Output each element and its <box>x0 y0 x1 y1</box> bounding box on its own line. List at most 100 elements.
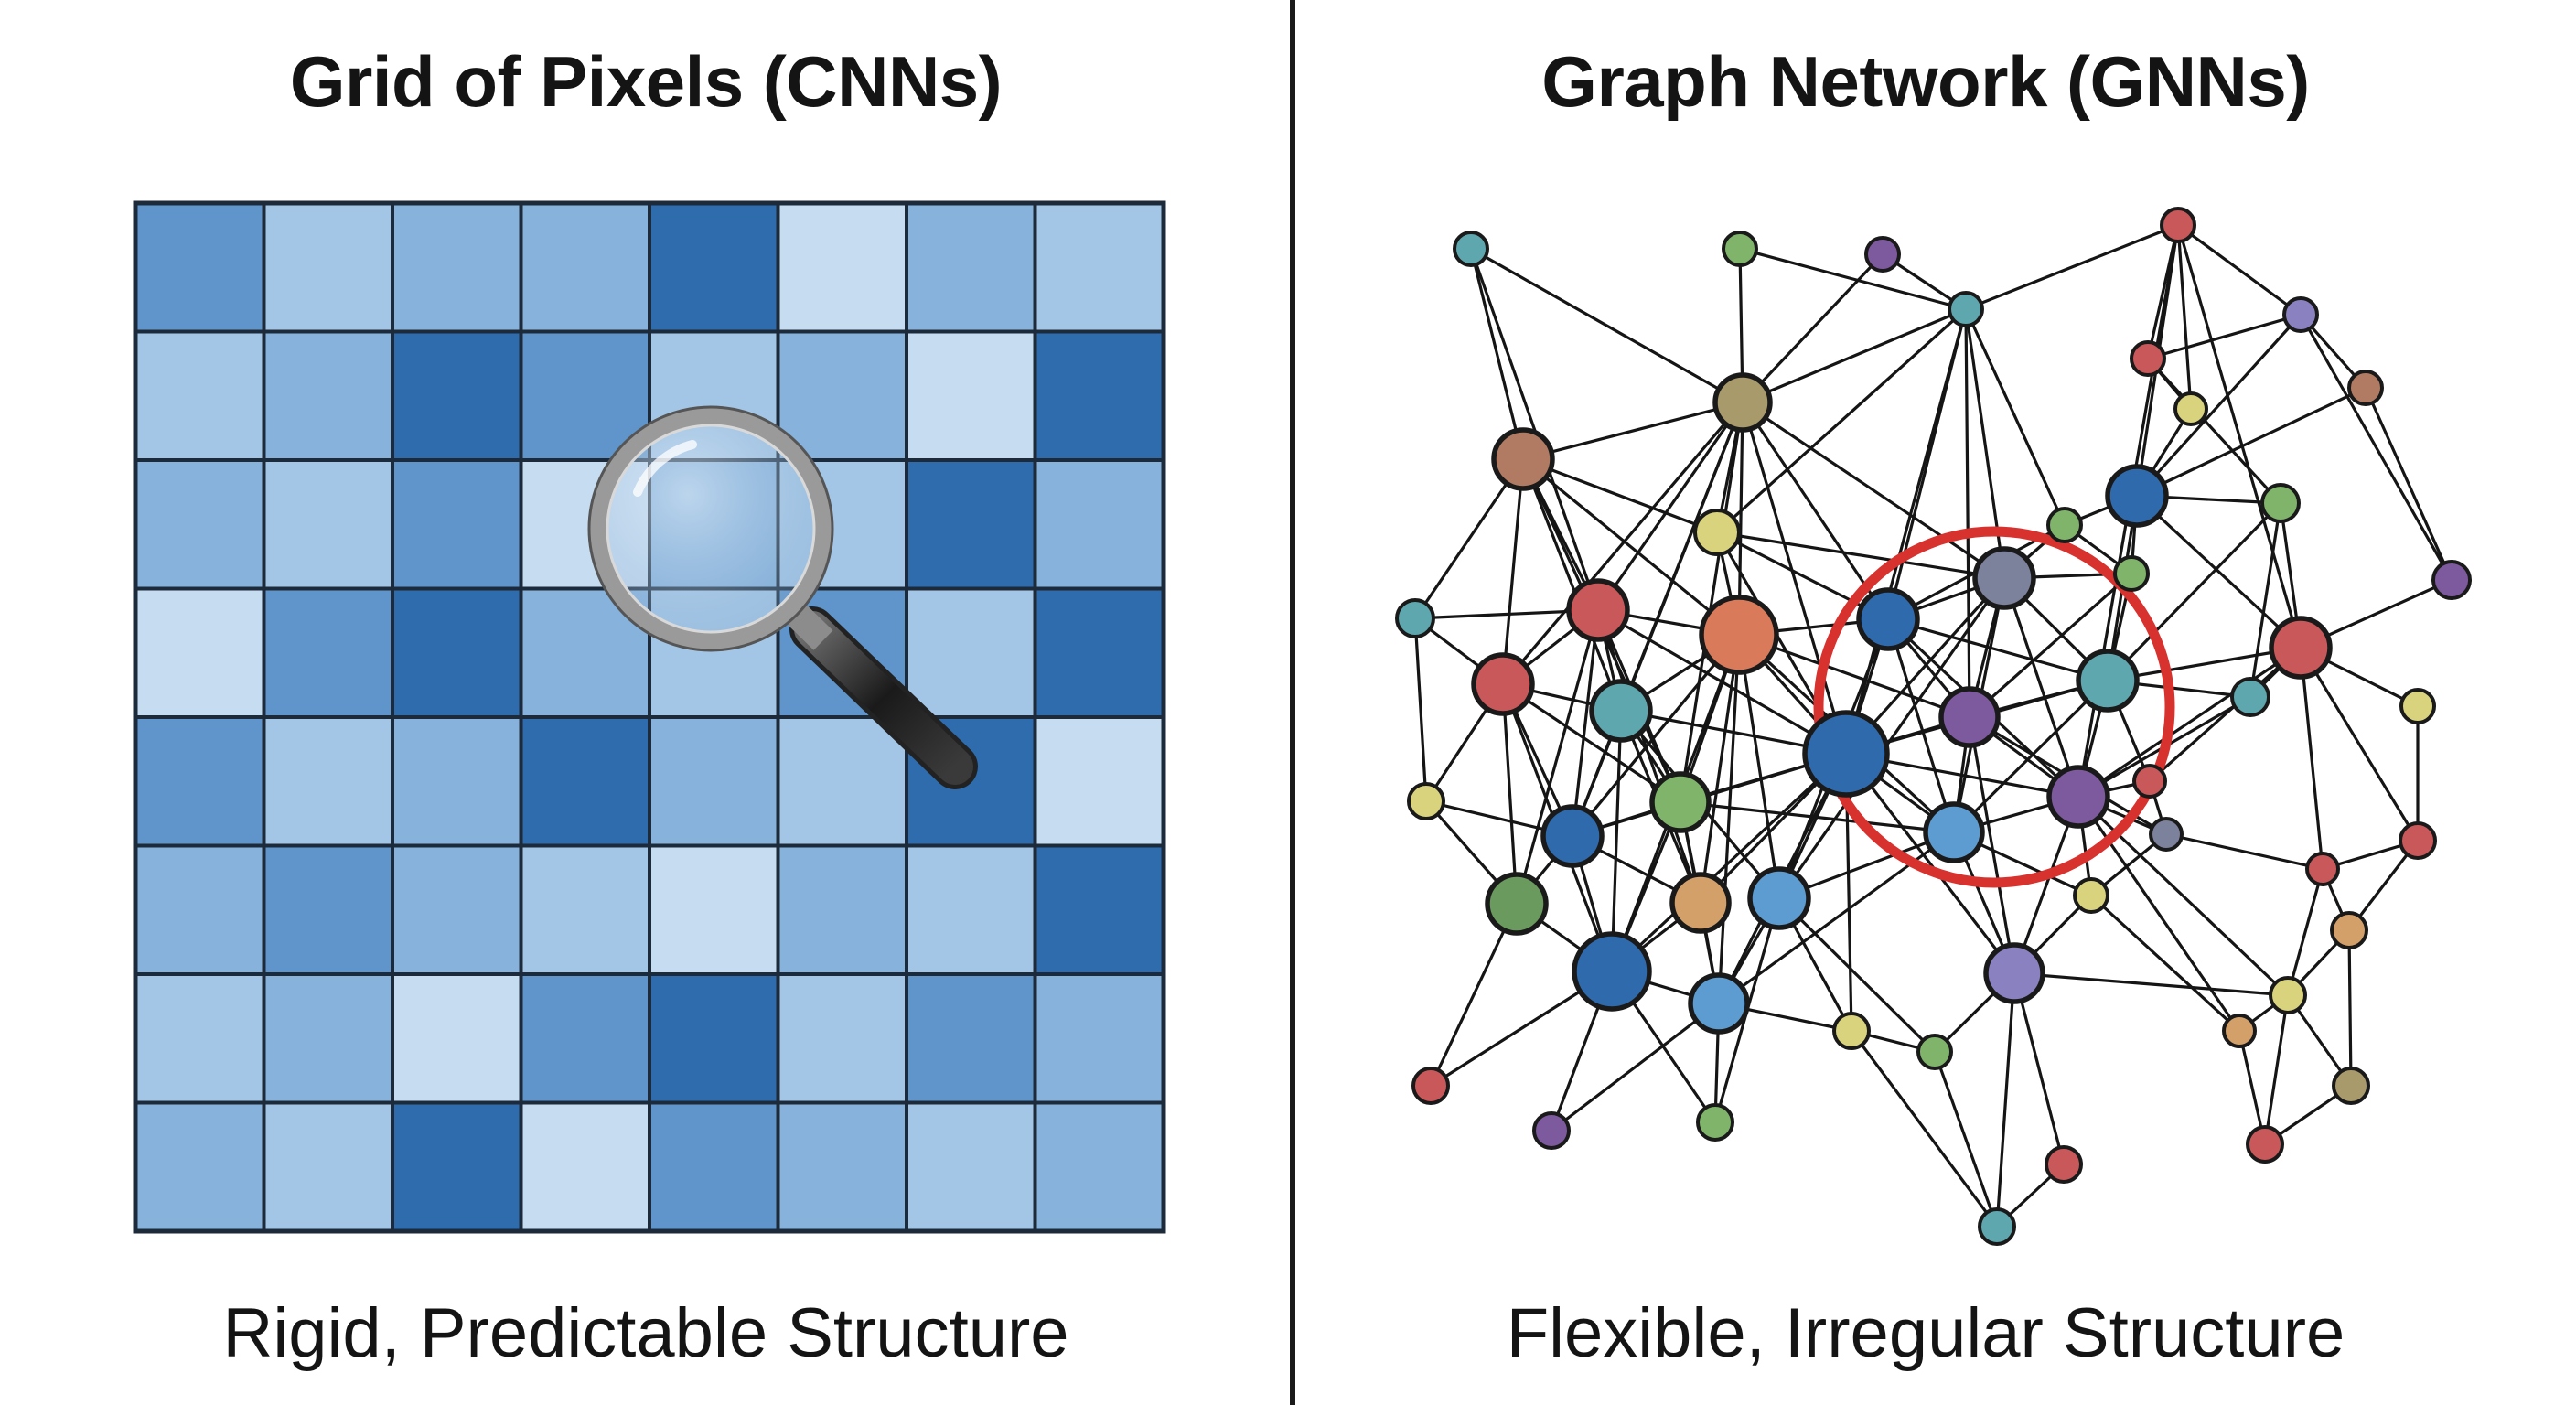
graph-node <box>2347 370 2384 406</box>
graph-edge <box>1741 307 1968 404</box>
graph-edge <box>1413 617 1428 803</box>
pixel-cell <box>134 715 266 848</box>
pixel-cell <box>134 972 266 1105</box>
pixel-cell <box>134 201 266 334</box>
pixel-cell <box>1033 843 1165 976</box>
graph-edge <box>1715 531 2006 580</box>
pixel-cell <box>905 1100 1037 1233</box>
graph-edge <box>1741 401 1848 756</box>
pixel-cell <box>391 715 523 848</box>
pixel-cell <box>905 329 1037 462</box>
pixel-cell <box>776 972 908 1105</box>
pixel-cell <box>519 201 651 334</box>
graph-edge <box>2249 501 2282 699</box>
graph-edge <box>2002 576 2080 799</box>
gnn-panel: Graph Network (GNNs) Flexible, Irregular… <box>1297 0 2576 1405</box>
pixel-cell <box>134 458 266 591</box>
pixel-cell <box>519 1100 651 1233</box>
graph-edge <box>1501 401 1744 686</box>
graph-node <box>2222 1014 2257 1048</box>
graph-edge <box>1469 247 1744 404</box>
graph-edge <box>1596 401 1744 612</box>
graph-node <box>2269 976 2307 1014</box>
graph-edge <box>2286 867 2324 997</box>
magnifying-glass-icon <box>587 405 978 789</box>
pixel-cell <box>1033 715 1165 848</box>
graph-edge <box>2012 971 2066 1166</box>
grid-border <box>133 200 1166 1234</box>
graph-edge <box>1715 307 1968 534</box>
graph-edge <box>2106 501 2282 682</box>
pixel-cell <box>262 329 394 462</box>
pixel-cell <box>648 972 780 1105</box>
graph-edge <box>1515 608 1600 906</box>
graph-node <box>1802 710 1890 798</box>
graph-edge <box>1469 247 1525 461</box>
magnifier-rim-outer <box>587 405 834 652</box>
pixel-cell <box>262 715 394 848</box>
pixel-cell <box>1033 972 1165 1105</box>
pixel-cell <box>776 715 908 848</box>
graph-node <box>1688 972 1750 1035</box>
pixel-cell <box>262 843 394 976</box>
graph-node <box>2130 340 2166 377</box>
pixel-cell <box>1033 458 1165 591</box>
graph-edge <box>1844 752 2016 975</box>
graph-node <box>1589 679 1653 743</box>
graph-node <box>2076 649 2140 713</box>
graph-edge <box>2012 971 2290 997</box>
graph-edge <box>2299 646 2324 871</box>
graph-node <box>2282 296 2319 333</box>
graph-edge <box>1737 633 1971 719</box>
graph-edge <box>1469 247 1600 612</box>
graph-edge <box>1777 896 1937 1054</box>
graph-edge <box>1521 401 1744 461</box>
magnifier-rim <box>588 406 833 651</box>
graph-node <box>1699 595 1779 675</box>
graph-edge <box>1964 307 2066 527</box>
pixel-cell <box>648 1100 780 1233</box>
graph-edge <box>1850 1029 1999 1228</box>
graph-edge <box>2106 646 2302 682</box>
graph-edge <box>1610 709 1623 973</box>
magnifier-rim-inner <box>606 424 816 634</box>
pixel-cell <box>776 1100 908 1233</box>
pixel-cell <box>648 843 780 976</box>
graph-edge <box>1886 617 1956 834</box>
graph-node <box>1747 866 1811 930</box>
graph-edge <box>1679 800 1956 834</box>
graph-edge <box>1521 457 1741 637</box>
pixel-cell <box>776 201 908 334</box>
graph-node <box>1566 578 1630 642</box>
graph-node <box>1649 771 1712 833</box>
graph-node <box>2046 765 2110 829</box>
graph-node <box>2149 817 2184 852</box>
graph-node <box>1471 652 1535 716</box>
graph-node <box>1916 1034 1953 1070</box>
pixel-cell <box>519 843 651 976</box>
graph-edge <box>2146 357 2282 505</box>
graph-node <box>1978 1207 2016 1246</box>
pixel-cell <box>1033 201 1165 334</box>
graph-node <box>1395 598 1435 638</box>
graph-edge <box>1715 531 1890 621</box>
graph-node <box>1864 236 1901 273</box>
graph-edge <box>2164 832 2324 871</box>
graph-node <box>1923 801 1985 863</box>
graph-node <box>1540 804 1605 868</box>
graph-edge <box>1501 682 1519 906</box>
graph-node <box>1532 1111 1571 1150</box>
graph-node <box>2046 507 2083 543</box>
pixel-cell <box>1033 1100 1165 1233</box>
graph-node <box>2332 1067 2370 1105</box>
graph-edge <box>2238 1029 2267 1146</box>
graph-node <box>1453 231 1489 267</box>
graph-edge <box>1886 617 2109 682</box>
graph-node <box>1693 509 1741 556</box>
gnn-title: Graph Network (GNNs) <box>1541 41 2310 122</box>
graph-node <box>1485 872 1549 936</box>
graph-node <box>1669 872 1732 934</box>
graph-edge <box>1413 457 1525 620</box>
graph-node <box>1983 942 2045 1004</box>
pixel-cell <box>776 329 908 462</box>
